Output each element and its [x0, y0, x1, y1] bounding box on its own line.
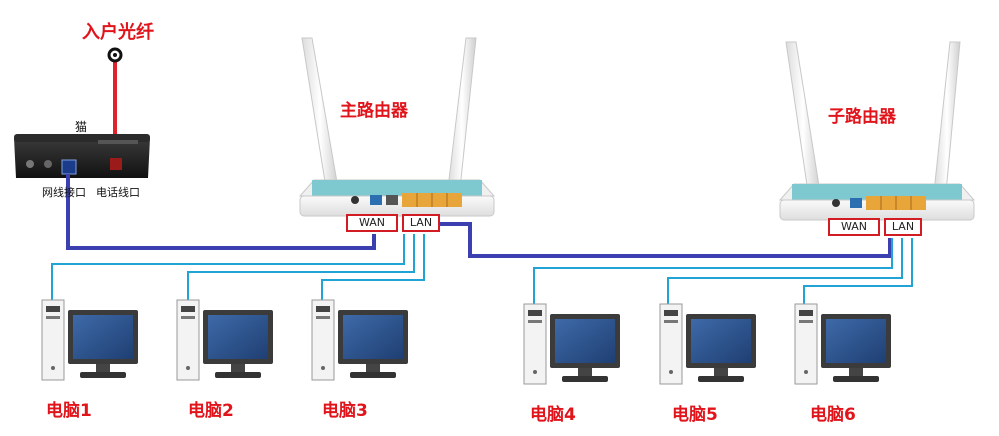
main-router-device [298, 37, 496, 217]
fiber-label: 入户光纤 [82, 22, 154, 43]
computer-6-label: 电脑6 [810, 405, 856, 425]
computer-3-icon [311, 299, 409, 381]
main-router-label: 主路由器 [340, 101, 408, 121]
modem-network-port-label: 网线接口 [42, 186, 86, 199]
computer-3-label: 电脑3 [322, 401, 368, 421]
sub-router-label: 子路由器 [828, 107, 896, 127]
sub-router-wan-port: WAN [828, 218, 880, 236]
main-router-wan-port: WAN [346, 214, 398, 232]
modem-device [14, 134, 150, 178]
sub-router-lan-port: LAN [884, 218, 922, 236]
lan-cables-sub [533, 238, 913, 306]
modem-phone-port-label: 电话线口 [96, 186, 140, 199]
computer-5-label: 电脑5 [672, 405, 718, 425]
computer-2-icon [176, 299, 274, 381]
computer-1-icon [41, 299, 139, 381]
computer-4-label: 电脑4 [530, 405, 576, 425]
computer-6-icon [794, 303, 892, 385]
main-links [66, 174, 892, 258]
computer-1-label: 电脑1 [46, 401, 92, 421]
computer-2-label: 电脑2 [188, 401, 234, 421]
lan-cables-main [51, 234, 425, 302]
sub-router-device [778, 41, 976, 221]
computer-4-icon [523, 303, 621, 385]
computer-5-icon [659, 303, 757, 385]
modem-label: 猫 [75, 120, 88, 134]
main-router-lan-port: LAN [402, 214, 440, 232]
